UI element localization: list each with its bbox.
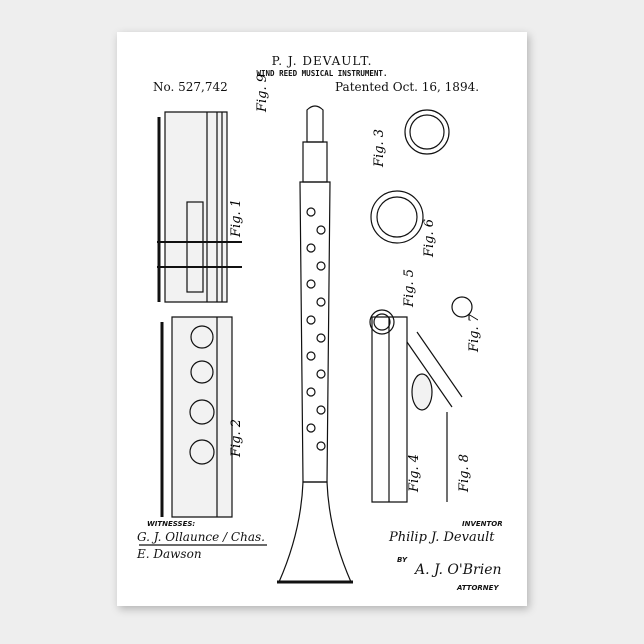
clarinet-drawing <box>277 106 353 582</box>
tone-hole <box>317 442 325 450</box>
tone-hole <box>317 370 325 378</box>
fig2-drawing <box>162 317 232 517</box>
fig1-label: Fig. 1 <box>229 199 244 237</box>
inventor-label: INVENTOR <box>462 520 503 528</box>
patent-poster: P. J. DEVAULT. WIND REED MUSICAL INSTRUM… <box>117 32 527 606</box>
tone-hole <box>317 334 325 342</box>
tone-hole <box>307 424 315 432</box>
fig6-label: Fig. 6 <box>422 219 437 257</box>
tone-hole <box>307 316 315 324</box>
by-label: BY <box>397 556 407 564</box>
fig9-label: Fig. 9 <box>255 74 270 112</box>
fig3-label: Fig. 3 <box>372 129 387 167</box>
tone-hole <box>317 298 325 306</box>
tone-hole <box>307 388 315 396</box>
tone-hole <box>317 406 325 414</box>
inventor-signature: Philip J. Devault <box>389 529 494 546</box>
fig2-label: Fig. 2 <box>229 419 244 457</box>
attorney-label: ATTORNEY <box>457 584 499 592</box>
tone-hole <box>307 208 315 216</box>
attorney-signature: A. J. O'Brien <box>415 562 502 579</box>
tone-hole <box>317 262 325 270</box>
fig4-drawing <box>372 317 407 502</box>
fig8-label: Fig. 8 <box>457 454 472 492</box>
fig5-label: Fig. 5 <box>402 269 417 307</box>
witness-signatures: G. J. Ollaunce / Chas. E. Dawson <box>137 529 267 563</box>
fig4-label: Fig. 4 <box>407 454 422 492</box>
fig7-drawing <box>407 297 472 410</box>
tone-hole <box>307 352 315 360</box>
witnesses-label: WITNESSES: <box>147 520 195 528</box>
tone-hole <box>317 226 325 234</box>
tone-hole <box>307 244 315 252</box>
fig7-label: Fig. 7 <box>467 314 482 352</box>
tone-hole <box>307 280 315 288</box>
